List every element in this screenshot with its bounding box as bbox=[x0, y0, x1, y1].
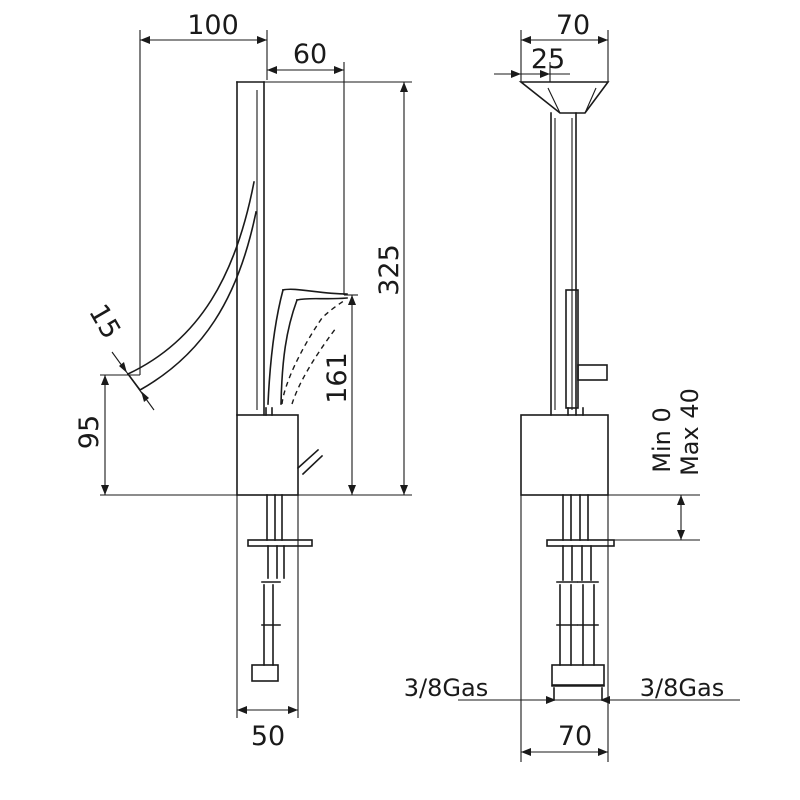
dim-front-gas-right-label: 3/8Gas bbox=[640, 674, 724, 702]
front-lever bbox=[565, 289, 608, 416]
front-view: 70 25 Min 0 Max 40 3/8Gas 3/8 bbox=[404, 10, 740, 762]
dim-front-gas: 3/8Gas 3/8Gas bbox=[404, 674, 740, 704]
side-body bbox=[236, 81, 265, 416]
dim-front-gas-left-label: 3/8Gas bbox=[404, 674, 488, 702]
dim-side-spout-height: 95 bbox=[74, 374, 140, 495]
side-fittings bbox=[247, 494, 313, 682]
dim-side-spout-reach-label: 60 bbox=[293, 39, 327, 70]
dim-side-total-height-label: 325 bbox=[374, 244, 405, 296]
dim-side-width-top: 100 bbox=[139, 10, 268, 375]
front-base-block bbox=[520, 414, 609, 496]
front-body bbox=[550, 112, 577, 416]
dim-front-deck-max-label: Max 40 bbox=[676, 388, 704, 476]
side-lever bbox=[267, 288, 348, 405]
front-fittings bbox=[546, 494, 615, 701]
side-base-block bbox=[236, 407, 324, 496]
dim-side-spout-height-label: 95 bbox=[74, 415, 105, 449]
dim-side-spout-reach: 60 bbox=[267, 39, 345, 295]
dim-side-width-top-label: 100 bbox=[187, 10, 239, 41]
dim-side-spout-diameter-label: 15 bbox=[82, 299, 126, 344]
dim-side-lever-height-label: 161 bbox=[322, 352, 353, 404]
dim-front-head-width: 25 bbox=[494, 44, 570, 82]
dim-front-base-width-label: 70 bbox=[558, 721, 592, 752]
front-head bbox=[518, 81, 610, 114]
side-view: 100 60 325 161 bbox=[74, 10, 412, 752]
dim-side-base-width-label: 50 bbox=[251, 721, 285, 752]
side-lever-dashed bbox=[281, 299, 346, 405]
dim-front-base-width: 70 bbox=[520, 495, 609, 762]
dim-front-width-top: 70 bbox=[520, 10, 609, 82]
dim-side-lever-height: 161 bbox=[322, 294, 358, 495]
dim-front-head-width-label: 25 bbox=[531, 44, 565, 75]
dim-side-total-height: 325 bbox=[264, 81, 412, 495]
dim-side-spout-diameter: 15 bbox=[82, 299, 155, 411]
dim-side-base-width: 50 bbox=[236, 495, 299, 752]
dim-front-width-top-label: 70 bbox=[556, 10, 590, 41]
dim-front-deck-min-label: Min 0 bbox=[648, 407, 676, 472]
dim-front-deck-thickness: Min 0 Max 40 bbox=[648, 388, 704, 540]
